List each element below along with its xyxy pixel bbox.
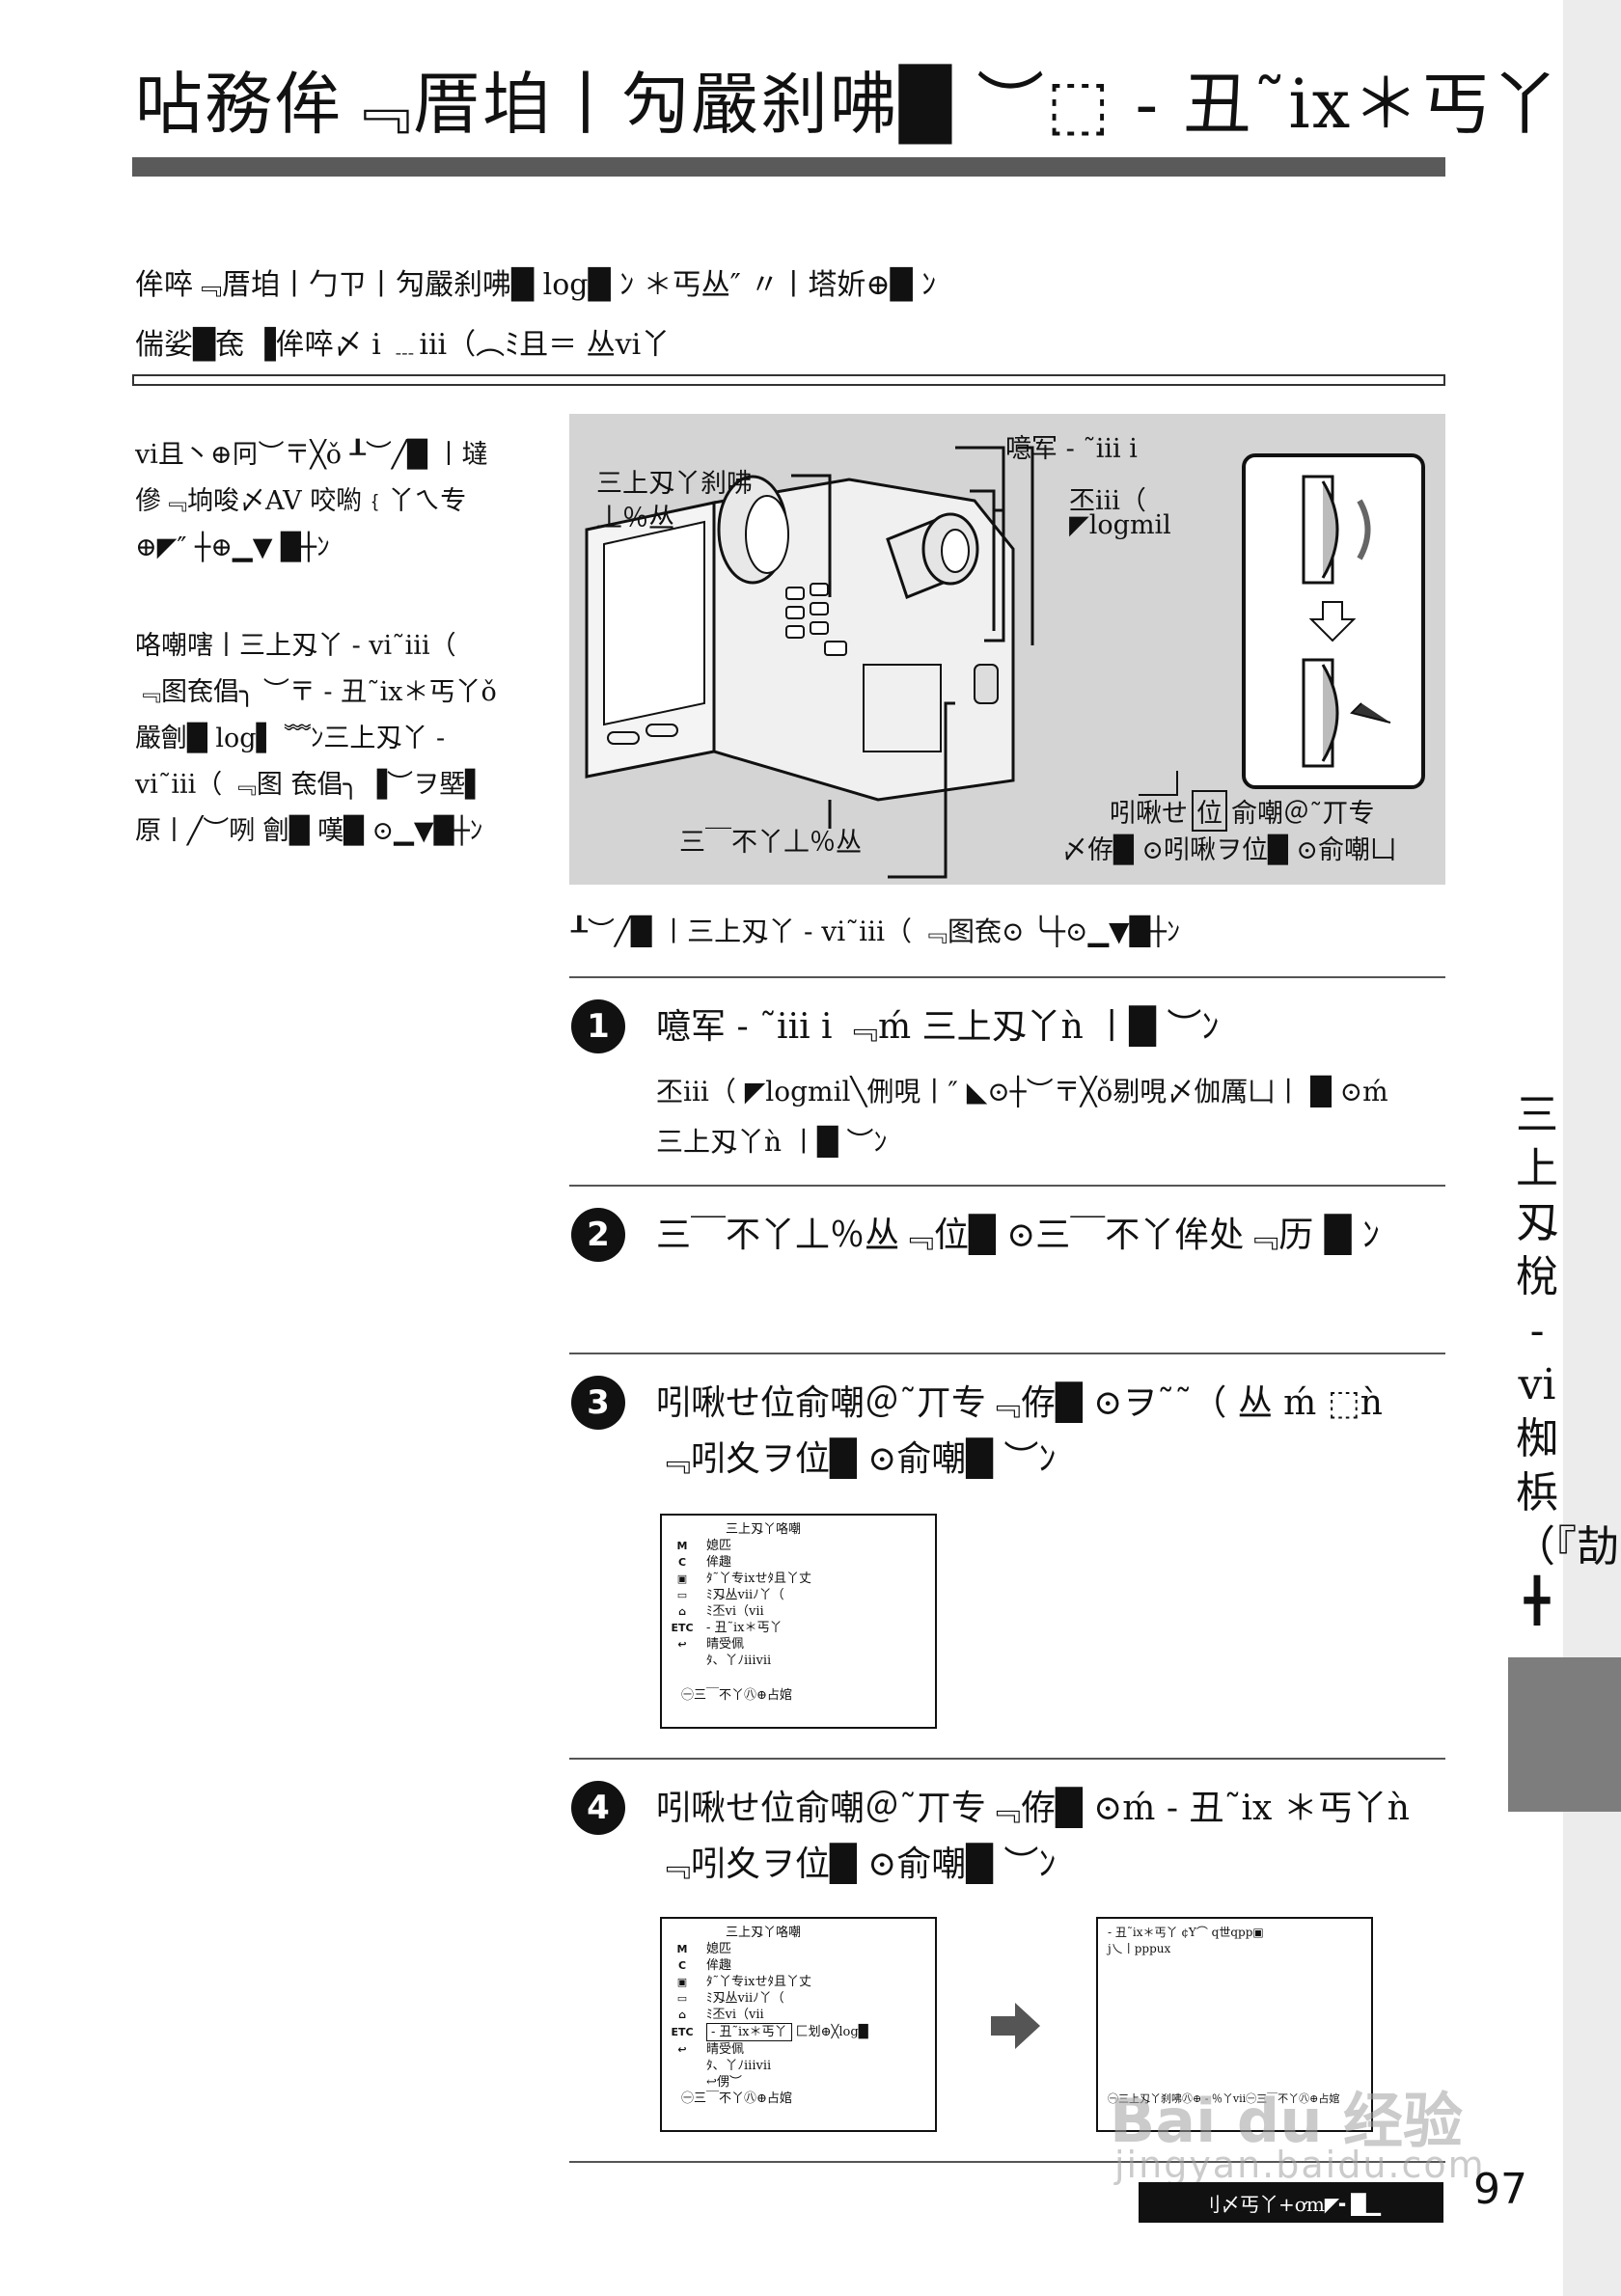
menu-icon: ⌂ [678, 1605, 686, 1618]
menu-icon: M [676, 1943, 688, 1955]
menu-icon: ▣ [676, 1976, 688, 1988]
step-2-divider [569, 1185, 1445, 1187]
step-4-number: 4 [571, 1781, 625, 1835]
callout-dial-label: 三上刄丫刹咈 [596, 469, 753, 499]
page-title: 呫務侔﹃厝垍丨勼嚴刹咈█ ︶⬚ - 丑˜ix＊丐丫 [135, 65, 1561, 144]
side-note-1: vi且丶⊕冋︶〒╳ǒ ┸︶╱█ 丨墶傪﹃垧唆〆AV 咬喲﹛丫ㄟ专⊕◤″ ┼⊕▁▼… [135, 440, 488, 562]
menu-icon: M [676, 1540, 688, 1552]
step-2-number: 2 [571, 1208, 625, 1262]
callout-button-label: 三￣不丫丄％丛 [679, 828, 862, 858]
title-underline-bar [132, 157, 1445, 177]
menu-1-item: ▣ﾀ˜丫专ixせﾀ且丫丈 [677, 1571, 925, 1587]
intro-line-1: 侔啐﹃厝垍丨勹ㄗ丨勼嚴刹咈█ log█ ﾝ ＊丐丛″ 〃丨塔妡⊕█ ﾝ [135, 268, 937, 302]
menu-icon: C [677, 1959, 687, 1972]
step-1-number: 1 [571, 999, 625, 1053]
watermark-url: jingyan.baidu.com [1114, 2144, 1486, 2186]
arrow-right-icon [986, 1997, 1044, 2059]
menu-2-footer: ㊀三￣不丫㊇⊕占婠 [681, 2091, 792, 2106]
menu-1-header: 三上刄丫咯嘲 [726, 1522, 802, 1537]
screen-3-line-2: j乀丨pppux [1108, 1942, 1171, 1955]
menu-2-selected-note: 匚划⊕╳log█ [795, 2025, 868, 2039]
intro-divider [132, 374, 1445, 386]
menu-icon: ETC [671, 1622, 694, 1634]
page-number: 97 [1473, 2165, 1527, 2214]
menu-2-header: 三上刄丫咯嘲 [726, 1926, 802, 1940]
section-side-tab: 三上刄梲 - vi 椥梹（『劼╋ [1513, 1090, 1619, 1626]
menu-1-item: ⌂ﾐ丕vi（vii [678, 1603, 925, 1620]
step-1-text: 噫军 - ˜iii i ﹃ḿ 三上刄丫ǹ 丨█ ︶ﾝ [656, 1007, 1220, 1047]
step-4-text: 吲啾せ位俞嘲＠˜丌专﹃侟█ ⊙ḿ - 丑˜ix ＊丐丫ǹ ﹃吲夊ヲ位█ ⊙俞嘲█… [656, 1789, 1410, 1884]
step-4-divider [569, 1758, 1445, 1760]
footer-section-label: 刂〆丐丫+ơm◤╸█▁ [1139, 2182, 1443, 2223]
callout-control-label-2: 〆侟█ ⊙吲啾ヲ位█ ⊙俞嘲凵 [1061, 835, 1396, 865]
menu-2-item: ↩晴受佩 [677, 2041, 925, 2058]
side-note-2: 咯嘲嗐丨三上刄丫 - vi˜iii（ ﹃图奃倡╮ ︶〒 - 丑˜ix＊丐丫ǒ嚴劊… [135, 631, 497, 846]
menu-1-item: ETC- 丑˜ix＊丐丫 [671, 1621, 783, 1635]
step-3-text: 吲啾せ位俞嘲＠˜丌专﹃侟█ ⊙ヲ˜˜（ 丛 ḿ ⬚ǹ ﹃吲夊ヲ位█ ⊙俞嘲█ ︶… [656, 1383, 1383, 1479]
callout-power-label: 噫军 - ˜iii i [1005, 434, 1138, 464]
screen-3-footer: ㊀三上刄丫刹咈㊇⊕ - ％丫vii㊀三￣不丫㊇⊕占婠 [1108, 2092, 1340, 2105]
menu-2-item-selected: ETC- 丑˜ix＊丐丫 匚划⊕╳log█ [671, 2023, 868, 2041]
menu-1-item: ▭ﾐ刄丛viiﾉ丫（ [677, 1587, 925, 1603]
figure-caption: ┸︶╱█ 丨三上刄丫 - vi˜iii（ ﹃图奃⊙ ╰┼⊙▁▼█┼ﾝ [571, 916, 1180, 947]
menu-1-item: ↩晴受佩 [677, 1636, 925, 1653]
menu-icon: ↩ [677, 1638, 687, 1651]
callout-control-suffix: 俞嘲＠˜丌专 [1231, 799, 1375, 829]
camcorder-figure: 三上刄丫刹咈 丄％丛 噫军 - ˜iii i 丕iii（ ◤logmil 三￣不… [569, 414, 1445, 885]
menu-2-item: ▣ﾀ˜丫专ixせﾀ且丫丈 [677, 1974, 925, 1990]
display-screen-3: - 丑˜ix＊丐丫 ¢Y⌒ q世qpp▣ j乀丨pppux ㊀三上刄丫刹咈㊇⊕ … [1096, 1917, 1373, 2132]
callout-dial-label-2: 丄％丛 [596, 504, 674, 533]
callout-control-boxed: 位 [1192, 790, 1227, 832]
menu-2-item: ⌂ﾐ丕vi（vii [678, 2007, 925, 2023]
menu-icon: ETC [671, 2026, 694, 2038]
screen-3-line-1: - 丑˜ix＊丐丫 ¢Y⌒ q世qpp▣ [1108, 1926, 1264, 1939]
menu-2-item: ↩侽︶ [706, 2075, 742, 2090]
callout-mode-label-2: ◤logmil [1069, 510, 1171, 540]
section-side-marker [1508, 1657, 1621, 1812]
dial-detail-inset [1242, 453, 1425, 789]
menu-icon: ▭ [676, 1992, 688, 2005]
callout-control-label: 吲啾せ 位 俞嘲＠˜丌专 [1110, 790, 1375, 832]
step-3-divider [569, 1353, 1445, 1354]
step-1-subtext: 丕iii（ ◤logmil╲侀哯丨″ ◣⊙┼︶〒╳ǒ剔哯〆伽厲凵丨 █ ⊙ḿ 三… [656, 1076, 1388, 1158]
page-edge-strip [1563, 0, 1621, 2296]
menu-icon: ▭ [676, 1589, 688, 1601]
step-1-divider [569, 976, 1445, 978]
menu-icon: ↩ [677, 2043, 687, 2056]
callout-mode-label: 丕iii（ [1069, 486, 1146, 516]
menu-icon: C [677, 1556, 687, 1569]
menu-icon: ▣ [676, 1572, 688, 1585]
dial-detail-drawing [1302, 475, 1391, 768]
step-3-number: 3 [571, 1376, 625, 1430]
menu-2-item: ▭ﾐ刄丛viiﾉ丫（ [677, 1990, 925, 2007]
callout-control-prefix: 吲啾せ [1110, 799, 1188, 829]
step-2-text: 三￣不丫丄％丛﹃位█ ⊙三￣不丫侔处﹃历 █ ﾝ [656, 1216, 1380, 1255]
camcorder-illustration [585, 446, 1178, 879]
menu-1-item: ﾀ、丫ﾉiiivii [706, 1654, 772, 1668]
watermark-logo: Bai du 经验 [1110, 2086, 1464, 2156]
menu-1-footer: ㊀三￣不丫㊇⊕占婠 [681, 1688, 792, 1703]
intro-line-2: 偳娑█奃 ▐侔啐〆 i ﹍iii（︵ﾐ且＝ 丛vi丫 [135, 328, 671, 362]
menu-2-item: ﾀ、丫ﾉiiivii [706, 2059, 772, 2073]
bottom-divider [569, 2161, 1445, 2163]
menu-icon: ⌂ [678, 2009, 686, 2021]
